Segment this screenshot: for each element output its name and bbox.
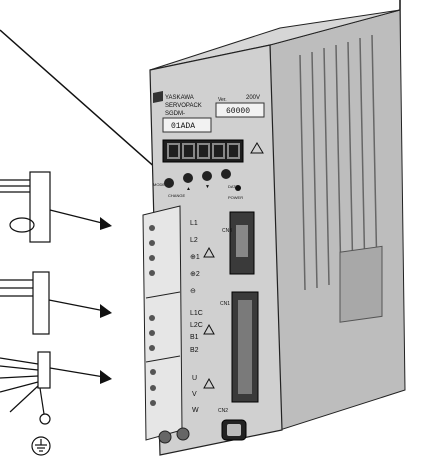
version-value: 60000 — [226, 107, 250, 116]
data-key[interactable] — [221, 169, 231, 179]
cn2-label: CN2 — [218, 408, 228, 414]
power-filter — [32, 271, 50, 335]
brand-area: YASKAWA SERVOPACK SGDM- Ver. 200V 60000 … — [153, 91, 265, 133]
voltage-label: 200V — [246, 95, 260, 101]
mode-label: MODE — [153, 182, 165, 187]
down-key[interactable] — [202, 171, 212, 181]
version-box — [215, 102, 265, 118]
heat-sink-fins — [299, 34, 378, 291]
warning-icon-2 — [203, 323, 215, 335]
brand-logo-icon — [153, 91, 163, 103]
terminal-divider-2 — [145, 355, 181, 363]
terminal-label-l1: L1 — [190, 220, 198, 227]
product-line: SERVOPACK — [165, 103, 202, 109]
reactor-coil-icon — [9, 217, 35, 233]
arrow-head-3 — [100, 370, 112, 384]
input-cables — [0, 179, 33, 297]
side-nameplate — [339, 245, 383, 323]
motor-cables — [0, 357, 45, 415]
terminal-labels: L1 L2 ⊕1 ⊕2 ⊖ L1C L2C B1 B2 U V W — [190, 220, 215, 414]
motor-cable-clamp — [37, 351, 51, 389]
cn3-label: CN3 — [222, 228, 232, 234]
terminal-label-v: V — [192, 391, 197, 398]
model-prefix: SGDM- — [165, 111, 185, 117]
arrow-head-1 — [100, 217, 112, 230]
servopack-side-panel — [269, 9, 406, 431]
ver-label: Ver. — [218, 97, 227, 103]
up-key-label: ▲ — [186, 186, 191, 192]
model-suffix: 01ADA — [171, 122, 195, 131]
warning-icon — [250, 142, 264, 154]
connector-cn3-socket — [236, 225, 248, 257]
warning-icon-1 — [203, 246, 215, 258]
terminal-label-w: W — [192, 407, 199, 414]
terminal-label-b1: B1 — [190, 334, 199, 341]
arrow-line-2 — [48, 299, 111, 313]
noise-filter — [29, 171, 51, 243]
up-key[interactable] — [183, 173, 193, 183]
warning-icon-3 — [203, 377, 215, 389]
model-box — [162, 117, 212, 133]
power-led — [235, 185, 241, 191]
terminal-label-plus2: ⊕2 — [190, 271, 200, 278]
ground-symbol-icon — [31, 436, 51, 456]
panel-operator: MODE CHANGE ▲ ▼ DATA POWER — [153, 169, 243, 200]
terminal-label-b2: B2 — [190, 347, 199, 354]
ground-screw-1 — [158, 430, 172, 444]
terminal-label-minus: ⊖ — [190, 288, 196, 295]
power-label: POWER — [228, 195, 243, 200]
down-key-label: ▼ — [205, 184, 210, 190]
terminal-label-l1c: L1C — [190, 310, 203, 317]
maker-name: YASKAWA — [165, 95, 194, 101]
mode-change-key[interactable] — [164, 178, 174, 188]
connector-cn1-socket — [238, 300, 252, 394]
led-digits — [167, 143, 240, 159]
cn1-label: CN1 — [220, 301, 230, 307]
ground-lug — [39, 413, 51, 425]
terminal-screws — [149, 225, 156, 406]
change-label: CHANGE — [168, 193, 185, 198]
terminal-label-u: U — [192, 375, 197, 382]
terminal-label-l2: L2 — [190, 237, 198, 244]
terminal-block — [142, 205, 183, 441]
terminal-divider-1 — [145, 291, 181, 299]
data-label: DATA — [228, 184, 238, 189]
terminal-label-l2c: L2C — [190, 322, 203, 329]
ground-screw-2 — [176, 427, 190, 441]
terminal-label-plus1: ⊕1 — [190, 254, 200, 261]
arrow-head-2 — [100, 304, 112, 318]
connector-cn2-socket — [227, 424, 241, 436]
